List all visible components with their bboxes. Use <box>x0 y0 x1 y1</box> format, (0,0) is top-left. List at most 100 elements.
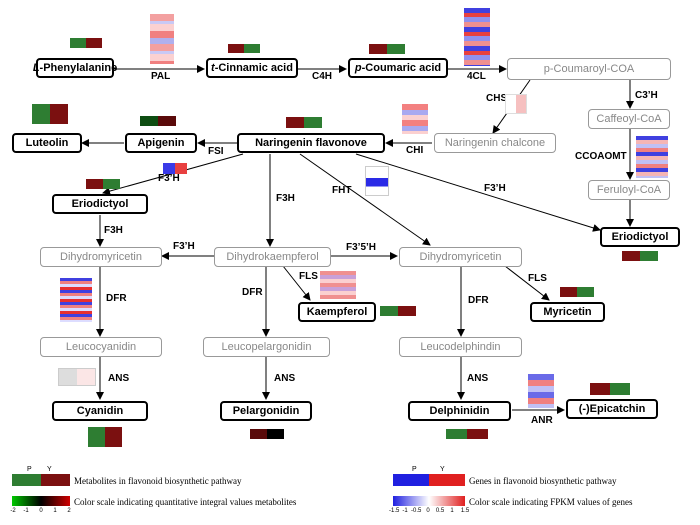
enzyme-f3h-center: F3H <box>276 193 295 204</box>
legend-gene-y-label: Y <box>440 466 445 473</box>
node-pelargonidin: Pelargonidin <box>220 401 312 421</box>
enzyme-ans-right: ANS <box>467 373 489 384</box>
node-myricetin: Myricetin <box>530 302 605 322</box>
legend-metabolite-tick: 2 <box>67 508 71 514</box>
node-phenylalanine: L-Phenylalanine <box>32 58 117 78</box>
node-dihydrokaempferol: Dihydrokaempferol <box>214 247 331 267</box>
node-eriodictyol-right: Eriodictyol <box>600 227 680 247</box>
legend-metabolite-swatch <box>12 474 70 486</box>
arrow-narfla-erior <box>355 153 601 232</box>
legend-metabolite-tick: 1 <box>53 508 57 514</box>
metabolite-bar-myricetin <box>560 287 594 297</box>
node-feruloyl-coa: Feruloyl-CoA <box>588 180 670 200</box>
metabolite-bar-kaempferol <box>380 306 416 316</box>
legend-genes-text: Genes in flavonoid biosynthetic pathway <box>469 476 617 486</box>
node-dihydromyricetin-left: Dihydromyricetin <box>40 247 162 267</box>
node-cyanidin: Cyanidin <box>52 401 148 421</box>
gene-heatmap-4cl <box>464 8 490 66</box>
metabolite-bar-pelargonidin <box>250 429 284 439</box>
legend-metabolite-colorscale <box>12 496 70 506</box>
enzyme-c3h: C3’H <box>635 90 658 101</box>
legend-metabolite-y-label: Y <box>47 466 52 473</box>
metabolite-bar-phenylalanine <box>70 38 102 48</box>
node-cinnamic-acid: t-Cinnamic acid <box>206 58 298 78</box>
node-p-coumaroyl-coa: p-Coumaroyl-COA <box>507 58 671 80</box>
metabolite-bar-cyanidin <box>88 427 122 447</box>
node-dihydromyricetin-right: Dihydromyricetin <box>399 247 522 267</box>
enzyme-fls-center: FLS <box>299 271 318 282</box>
legend-gene-swatch <box>393 474 465 486</box>
legend-metabolite-scale-text: Color scale indicating quantitative inte… <box>74 497 297 507</box>
metabolite-bar-eriodictyol-left <box>86 179 120 189</box>
gene-heatmap-anr <box>528 374 554 408</box>
enzyme-dfr-center: DFR <box>242 287 263 298</box>
enzyme-f3h-left: F3H <box>104 225 123 236</box>
legend-gene-tick: 1 <box>450 508 454 514</box>
node-p-coumaric-acid-prefix: p <box>354 61 362 74</box>
enzyme-dfr-right: DFR <box>468 295 489 306</box>
gene-heatmap-fht <box>365 166 389 196</box>
node-leucocyanidin: Leucocyanidin <box>40 337 162 357</box>
enzyme-f3prime-h-mid: F3’H <box>173 241 195 252</box>
metabolite-bar-epicatchin <box>590 383 630 395</box>
node-cinnamic-acid-label: -Cinnamic acid <box>214 61 293 74</box>
node-p-coumaric-acid-label: -Coumaric acid <box>361 61 442 74</box>
node-naringenin-flavonove: Naringenin flavonove <box>237 133 385 153</box>
gene-heatmap-f3prime-h-left <box>163 163 187 174</box>
node-delphinidin: Delphinidin <box>408 401 511 421</box>
node-epicatchin: (-)Epicatchin <box>566 399 658 419</box>
node-kaempferol: Kaempferol <box>298 302 376 322</box>
legend-gene-p-label: P <box>412 466 417 473</box>
legend-gene-tick: -1.5 <box>389 508 400 514</box>
legend-metabolite-tick: 0 <box>39 508 43 514</box>
enzyme-pal: PAL <box>151 71 171 82</box>
node-leucopelargonidin: Leucopelargonidin <box>203 337 330 357</box>
enzyme-chs: CHS <box>486 93 508 104</box>
legend-metabolite-p-label: P <box>27 466 32 473</box>
gene-heatmap-chi <box>402 104 428 134</box>
enzyme-4cl: 4CL <box>467 71 486 82</box>
metabolite-bar-cinnamic-acid <box>228 44 260 53</box>
metabolite-bar-luteolin <box>32 104 68 124</box>
node-phenylalanine-prefix: L <box>32 61 40 74</box>
enzyme-f35h: F3’5’H <box>346 242 377 253</box>
enzyme-ans-left: ANS <box>108 373 130 384</box>
node-caffeoyl-coa: Caffeoyl-CoA <box>588 109 670 129</box>
metabolite-bar-eriodictyol-right <box>622 251 658 261</box>
node-luteolin: Luteolin <box>12 133 82 153</box>
enzyme-fsi: FSI <box>208 146 224 157</box>
legend-gene-scale-text: Color scale indicating FPKM values of ge… <box>469 497 633 507</box>
legend-metabolite-tick: -2 <box>10 508 16 514</box>
gene-heatmap-ans-left <box>58 368 96 386</box>
enzyme-anr: ANR <box>531 415 553 426</box>
metabolite-bar-p-coumaric-acid <box>369 44 405 54</box>
gene-heatmap-ccoaomt <box>636 136 668 178</box>
enzyme-f3prime-h-left: F3’H <box>158 173 180 184</box>
node-leucodelphindin: Leucodelphindin <box>399 337 522 357</box>
enzyme-c4h: C4H <box>312 71 333 82</box>
legend-gene-tick: -1 <box>402 508 408 514</box>
legend-gene-tick: 0.5 <box>435 508 445 514</box>
node-apigenin: Apigenin <box>125 133 197 153</box>
gene-heatmap-fls-center <box>320 271 356 299</box>
node-naringenin-chalcone: Naringenin chalcone <box>434 133 556 153</box>
gene-heatmap-dfr-left <box>60 278 92 322</box>
arrow-dhk-kae <box>282 265 311 301</box>
legend-gene-colorscale <box>393 496 465 506</box>
enzyme-ccoaomt: CCOAOMT <box>575 151 627 162</box>
enzyme-fls-right: FLS <box>528 273 547 284</box>
arrow-narfla-dhmr <box>299 153 431 246</box>
node-p-coumaric-acid: p-Coumaric acid <box>348 58 448 78</box>
enzyme-dfr-left: DFR <box>106 293 127 304</box>
gene-heatmap-chs <box>505 94 527 114</box>
enzyme-f3prime-h-right: F3’H <box>484 183 506 194</box>
enzyme-chi: CHI <box>406 145 424 156</box>
gene-heatmap-pal <box>150 14 174 64</box>
legend-gene-tick: 1.5 <box>460 508 470 514</box>
arrow-dhmr-myr <box>504 265 550 301</box>
node-eriodictyol-left: Eriodictyol <box>52 194 148 214</box>
legend-metabolite-tick: -1 <box>23 508 29 514</box>
legend-gene-tick: -0.5 <box>411 508 422 514</box>
